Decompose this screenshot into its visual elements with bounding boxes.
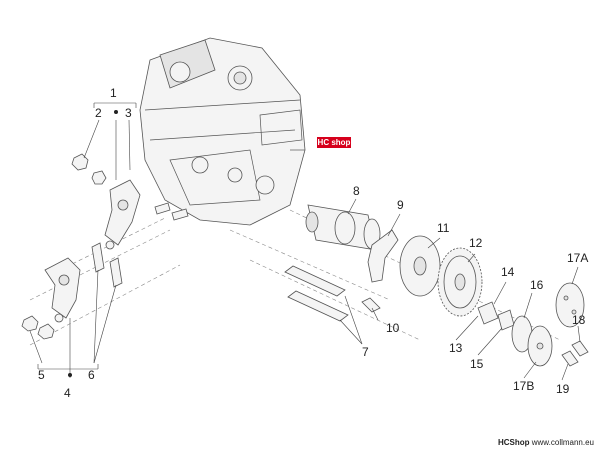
callout-6: 6 bbox=[88, 368, 95, 382]
callout-12: 12 bbox=[469, 236, 483, 250]
studs bbox=[154, 202, 189, 221]
callout-11: 11 bbox=[437, 221, 450, 235]
adjuster-screws bbox=[91, 242, 123, 288]
callout-9: 9 bbox=[397, 198, 404, 212]
screw-10 bbox=[361, 297, 381, 313]
callout-3: 3 bbox=[125, 106, 132, 120]
callout-15: 15 bbox=[470, 357, 484, 371]
camshaft bbox=[305, 204, 381, 251]
callout-17a: 17A bbox=[567, 251, 588, 265]
footer-brand: HCShop bbox=[497, 438, 530, 447]
callout-2: 2 bbox=[95, 106, 102, 120]
cover-plates bbox=[511, 315, 553, 367]
footer-url: www.collmann.eu bbox=[531, 438, 594, 447]
rocker-shafts bbox=[284, 265, 349, 322]
callout-1: 1 bbox=[110, 86, 117, 100]
decompressor-lever bbox=[367, 229, 399, 283]
callout-13: 13 bbox=[449, 341, 463, 355]
screws-18-19 bbox=[561, 340, 589, 367]
rocker-arm-upper bbox=[104, 179, 141, 250]
callout-8: 8 bbox=[353, 184, 360, 198]
footer-credit: HCShop www.collmann.eu bbox=[498, 438, 594, 447]
callout-14: 14 bbox=[501, 265, 515, 279]
shop-watermark: HC shop bbox=[317, 137, 351, 148]
callout-16: 16 bbox=[530, 278, 544, 292]
callout-5: 5 bbox=[38, 368, 45, 382]
callout-17b: 17B bbox=[513, 379, 534, 393]
callout-10: 10 bbox=[386, 321, 400, 335]
callout-7: 7 bbox=[362, 345, 369, 359]
callout-dot bbox=[68, 373, 72, 377]
callout-19: 19 bbox=[556, 382, 570, 396]
callout-dot bbox=[114, 110, 118, 114]
cylinder-head bbox=[139, 37, 306, 226]
cam-plate bbox=[399, 235, 441, 297]
small-parts bbox=[477, 301, 515, 331]
cover-plate-17a bbox=[555, 282, 585, 328]
timing-gear bbox=[437, 247, 483, 317]
callout-4: 4 bbox=[64, 386, 71, 400]
rocker-arm-lower bbox=[44, 257, 81, 323]
callout-18: 18 bbox=[572, 313, 586, 327]
